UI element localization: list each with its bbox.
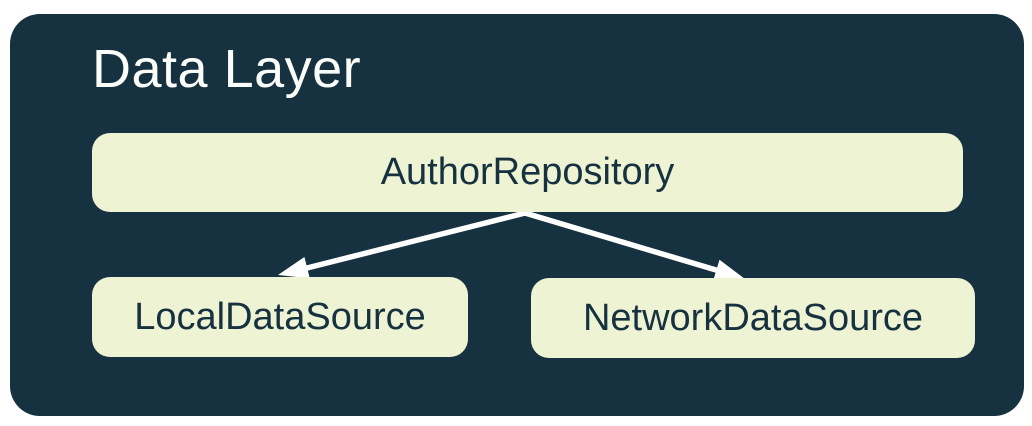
diagram-title: Data Layer [92, 39, 362, 99]
arrow-author-to-local-icon [278, 210, 528, 279]
node-network-data-source-label: NetworkDataSource [582, 296, 924, 339]
arrow-author-to-network-icon [522, 210, 745, 281]
data-layer-panel: Data Layer AuthorRepository LocalDataSou… [10, 14, 1024, 416]
node-author-repository-label: AuthorRepository [380, 151, 675, 193]
node-network-data-source: NetworkDataSource [531, 278, 975, 358]
node-author-repository: AuthorRepository [92, 133, 963, 212]
node-local-data-source: LocalDataSource [92, 277, 468, 357]
node-local-data-source-label: LocalDataSource [134, 295, 426, 338]
